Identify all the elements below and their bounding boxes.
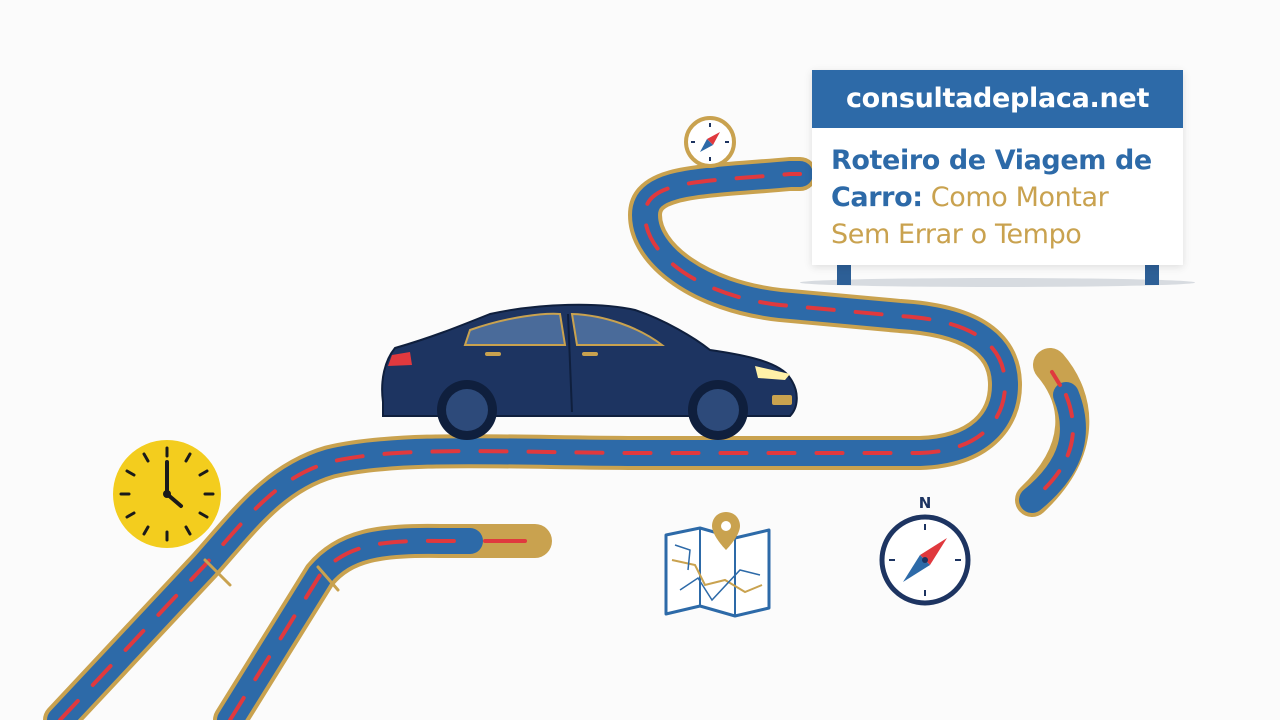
title-line-1: Roteiro de Viagem de [831, 145, 1152, 176]
main-road [43, 157, 1022, 720]
side-road [1015, 348, 1090, 517]
compass-icon [684, 116, 736, 168]
title-line-2: Carro: Como Montar [831, 179, 1176, 216]
compass-north-label: N [919, 494, 932, 512]
sign-post-left [837, 265, 851, 285]
clock-icon [113, 440, 221, 548]
site-name: consultadeplaca.net [812, 70, 1183, 128]
title-line-2-gold: Como Montar [922, 182, 1109, 213]
car-icon [381, 303, 798, 440]
signboard: consultadeplaca.net Roteiro de Viagem de… [800, 70, 1195, 287]
title-line-3: Sem Errar o Tempo [831, 219, 1082, 250]
sign-title: Roteiro de Viagem de Carro: Como Montar … [831, 142, 1176, 253]
compass-icon [879, 514, 971, 606]
map-pin-icon [664, 512, 771, 618]
title-line-2-blue: Carro: [831, 182, 923, 213]
sign-board: consultadeplaca.net Roteiro de Viagem de… [812, 70, 1183, 265]
sign-post-right [1145, 265, 1159, 285]
sign-shadow [800, 278, 1195, 287]
branch-road [203, 523, 552, 720]
